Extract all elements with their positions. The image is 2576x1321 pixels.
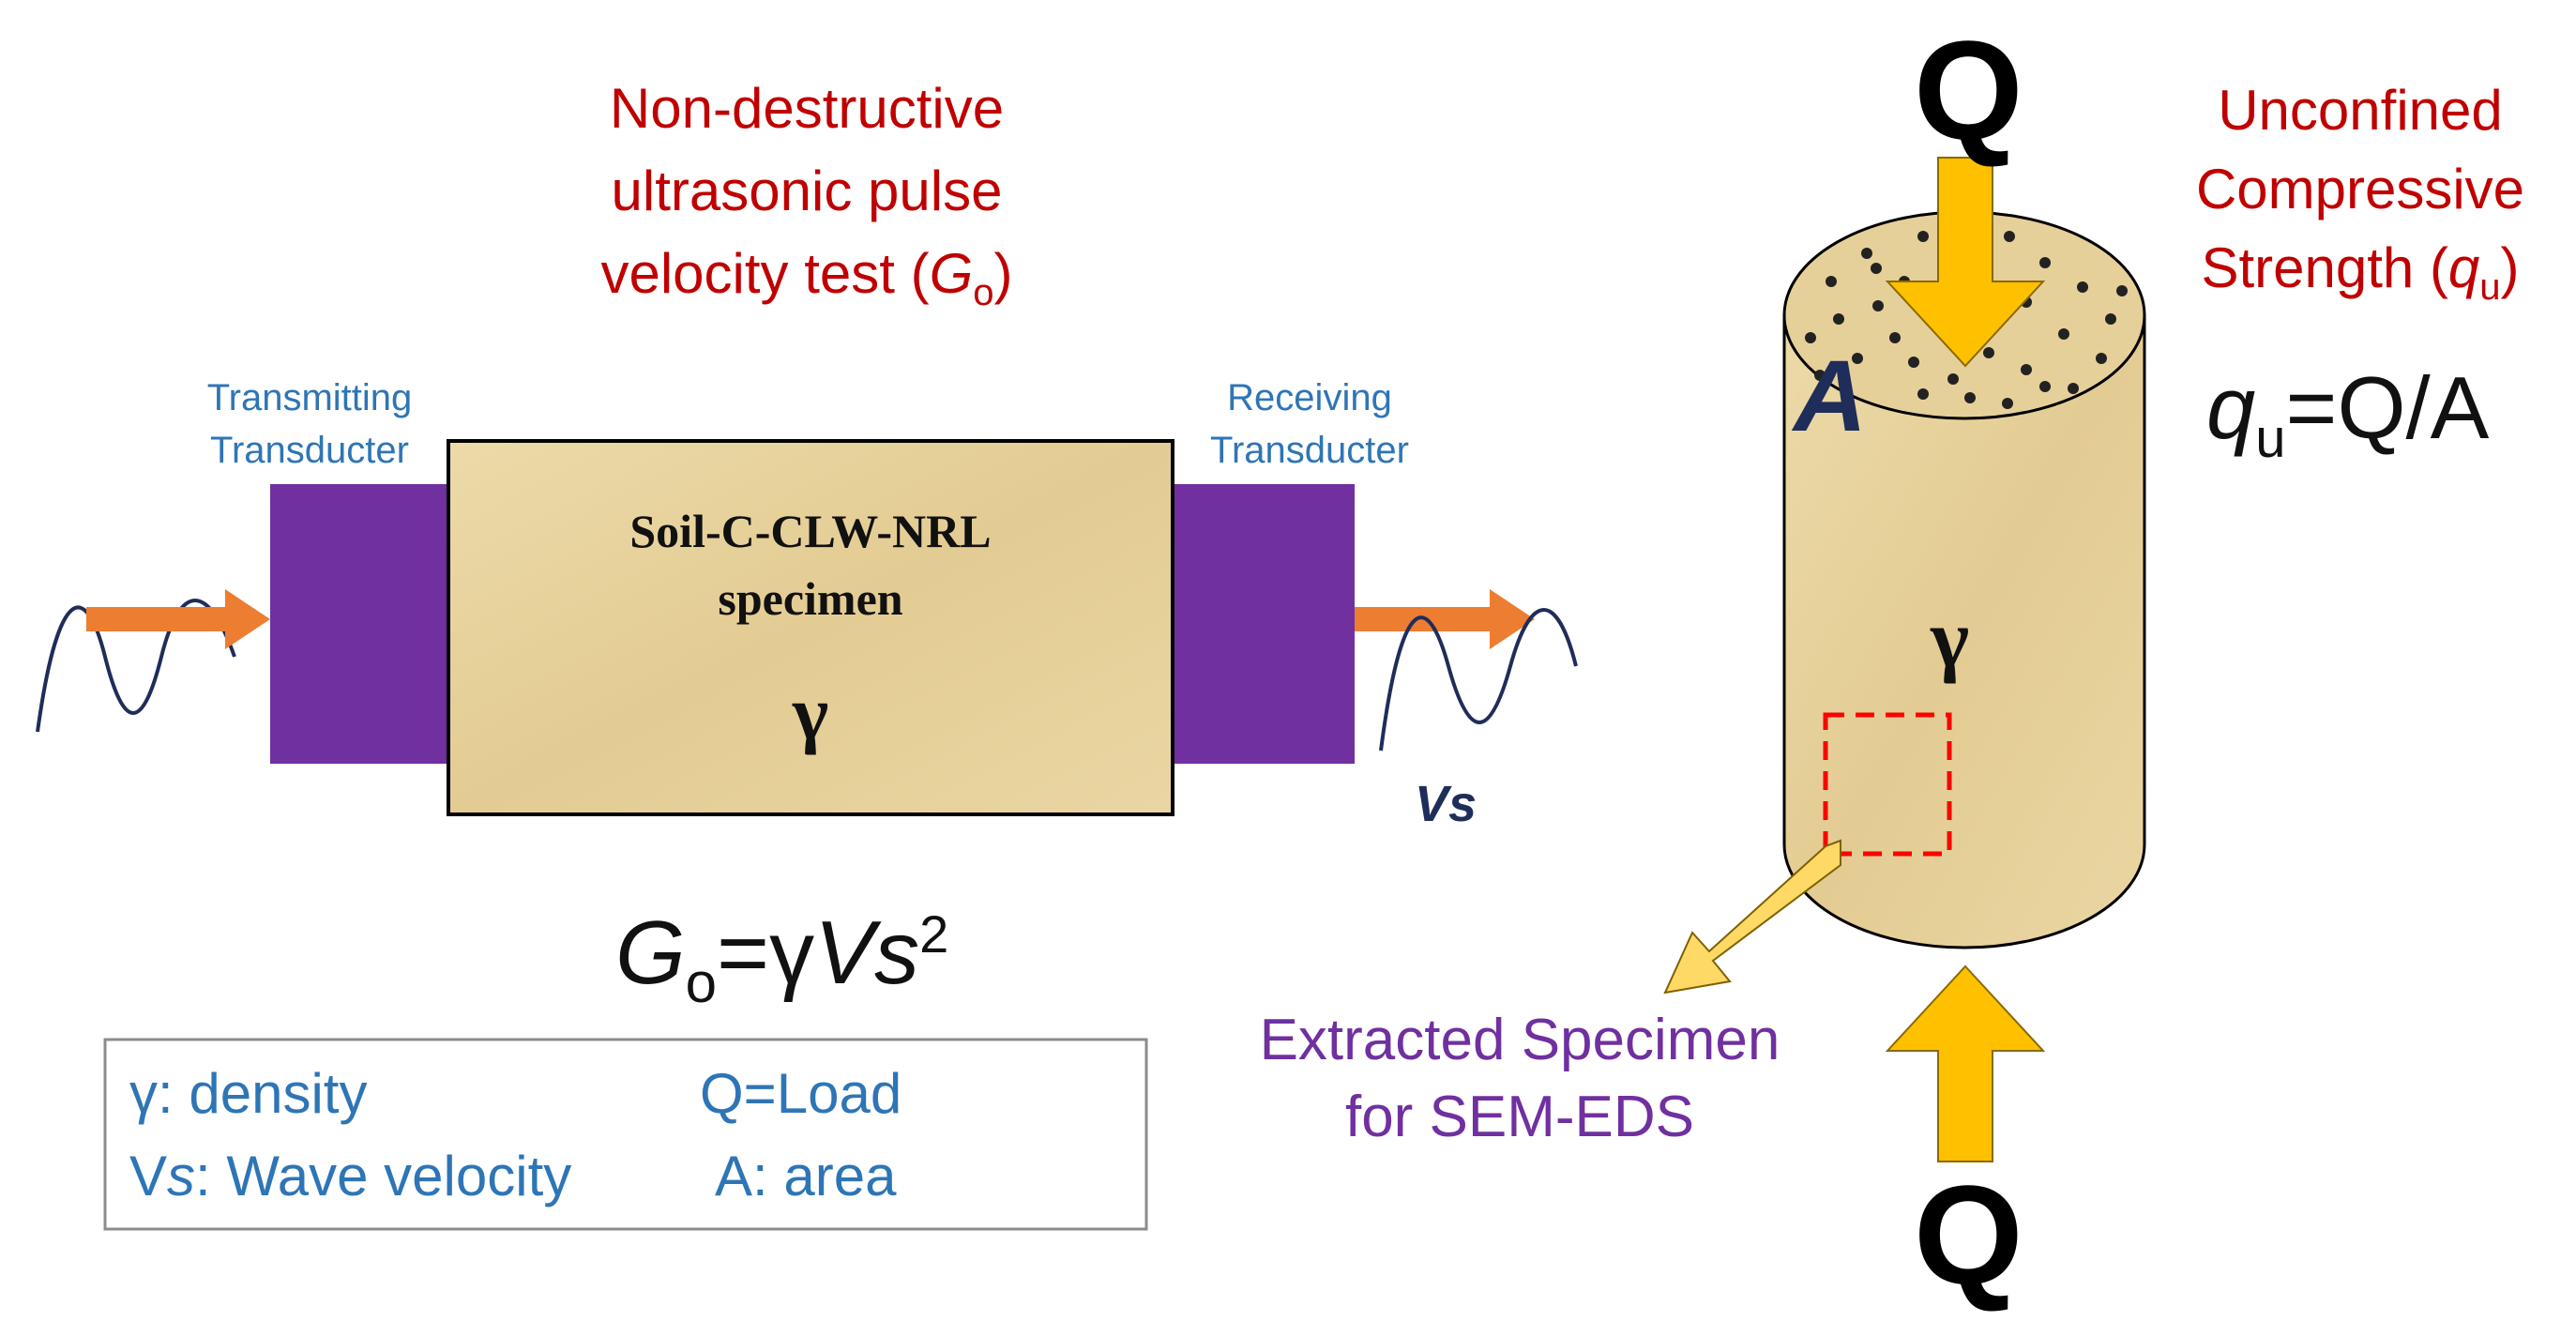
legend-load: Q=Load — [700, 1062, 902, 1125]
extracted-label-line-1: Extracted Specimen — [1259, 1008, 1780, 1072]
ultrasonic-title-subscript: o — [973, 272, 994, 313]
ucs-title-line-2: Compressive — [2195, 158, 2525, 220]
shear-modulus-formula: Go=γVs2 — [615, 882, 948, 1036]
cylinder-density-symbol: γ — [1931, 594, 1970, 685]
input-wave — [36, 599, 236, 733]
legend-box — [103, 1038, 1148, 1231]
formula-g-subscript: o — [685, 951, 718, 1015]
aggregate-dots — [1805, 231, 2128, 409]
output-wave — [1379, 608, 1578, 752]
ucs-title-variable: q — [2447, 236, 2480, 299]
specimen-label: Soil-C-CLW-NRL specimen — [448, 497, 1173, 632]
transmitting-label-line-2: Transducter — [210, 430, 409, 471]
bottom-load-arrow — [1885, 964, 2046, 1162]
ucs-title-line-3-post: ) — [2500, 236, 2520, 299]
legend-density: γ: density — [129, 1062, 368, 1125]
ucs-title: Unconfined Compressive Strength (qu) — [2144, 71, 2576, 326]
extracted-specimen-label: Extracted Specimen for SEM-EDS — [1191, 1002, 1848, 1156]
ultrasonic-title-line-3-post: ) — [993, 242, 1013, 305]
legend-velocity: Vs: Wave velocity — [129, 1143, 571, 1210]
specimen-label-line-2: specimen — [718, 572, 903, 625]
ultrasonic-title-variable: G — [929, 242, 974, 305]
ucs-formula-q: q — [2206, 358, 2256, 457]
ultrasonic-title-line-3: velocity test (Go) — [525, 233, 1088, 334]
ultrasonic-test-title: Non-destructive ultrasonic pulse velocit… — [525, 68, 1088, 334]
legend-velocity-v: V — [129, 1145, 168, 1207]
ultrasonic-title-line-3-pre: velocity test ( — [600, 242, 930, 305]
ultrasonic-title-line-2: ultrasonic pulse — [611, 159, 1003, 222]
ucs-formula-rest: =Q/A — [2285, 358, 2490, 457]
top-load-label: Q — [1914, 11, 2023, 169]
receiving-transducer-label: Receiving Transducter — [1169, 372, 1450, 477]
transmitting-label-line-1: Transmitting — [206, 377, 413, 418]
top-load-arrow — [1885, 157, 2046, 368]
formula-equals-density: =γ — [717, 903, 815, 1003]
formula-exponent: 2 — [919, 904, 949, 964]
legend-velocity-s: s — [167, 1145, 196, 1207]
legend-area: A: area — [715, 1145, 897, 1207]
ucs-formula-subscript: u — [2255, 407, 2286, 469]
ucs-formula: qu=Q/A — [2206, 357, 2489, 491]
receiving-label-line-1: Receiving — [1227, 377, 1392, 418]
formula-g-symbol: G — [615, 903, 686, 1003]
area-label: A — [1794, 339, 1867, 452]
input-arrow — [86, 589, 270, 649]
legend-velocity-rest: : Wave velocity — [195, 1145, 572, 1207]
ucs-title-line-1: Unconfined — [2218, 79, 2503, 142]
extracted-label-line-2: for SEM-EDS — [1344, 1085, 1695, 1149]
ucs-title-subscript: u — [2479, 266, 2501, 308]
ultrasonic-title-line-1: Non-destructive — [609, 77, 1005, 140]
extraction-arrow — [1663, 839, 1841, 995]
specimen-label-line-1: Soil-C-CLW-NRL — [629, 505, 992, 557]
receiving-label-line-2: Transducter — [1210, 430, 1409, 471]
sample-location-box — [1823, 712, 1952, 857]
transmitting-transducer-label: Transmitting Transducter — [169, 372, 450, 477]
output-arrow — [1355, 589, 1535, 649]
ucs-title-line-3: Strength (qu) — [2144, 229, 2576, 326]
ucs-title-line-3-pre: Strength ( — [2201, 236, 2448, 299]
specimen-block — [447, 439, 1174, 816]
specimen-density-symbol: γ — [792, 670, 829, 755]
bottom-load-label: Q — [1914, 1156, 2023, 1313]
transmitting-transducer — [270, 484, 452, 764]
receiving-transducer — [1173, 484, 1355, 764]
shear-wave-velocity-label: Vs — [1415, 776, 1477, 832]
formula-vs-symbol: Vs — [814, 903, 920, 1003]
